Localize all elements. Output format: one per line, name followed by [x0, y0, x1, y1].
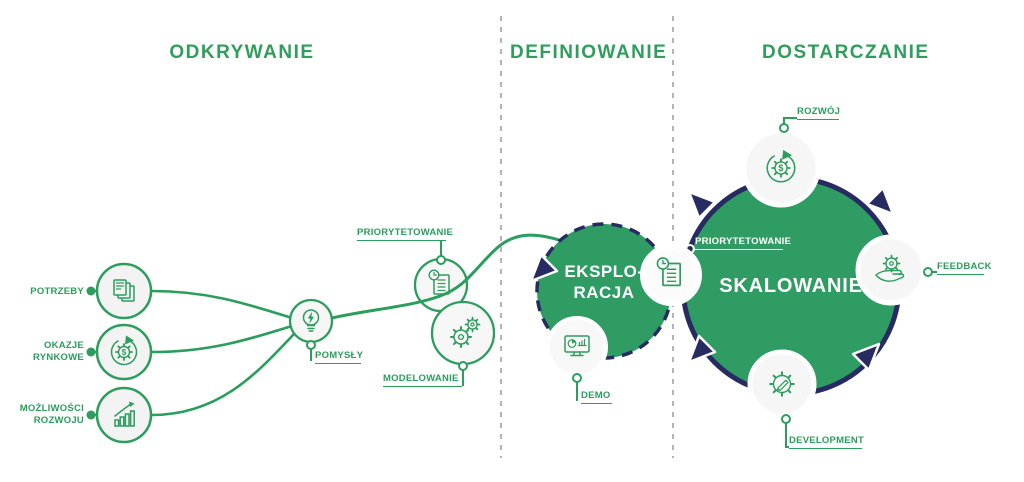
growth-bars-arrow-icon — [114, 401, 135, 427]
priorytetowanie-label: PRIORYTETOWANIE — [357, 227, 453, 241]
svg-text:$: $ — [122, 348, 127, 357]
rozwoj-label: ROZWÓJ — [797, 106, 840, 120]
eksploracja-title: EKSPLO- RACJA — [554, 261, 654, 303]
priorytetowanie-delivery-circle — [640, 244, 702, 306]
feedback-label: FEEDBACK — [937, 261, 992, 275]
phase-title-delivery: DOSTARCZANIE — [762, 42, 930, 63]
label-connectors — [310, 117, 937, 448]
gear-pencil-icon — [769, 371, 795, 397]
priorytetowanie-delivery-label: PRIORYTETOWANIE — [695, 236, 791, 250]
flow-line-mozliwosci — [151, 333, 295, 417]
phase-title-discovery: ODKRYWANIE — [169, 42, 315, 63]
okazje-rynkowe-label: OKAZJE RYNKOWE — [32, 340, 84, 363]
modelowanie-circle — [430, 300, 496, 366]
skalowanie-arrow-ne-icon — [865, 186, 895, 216]
phase-title-definition: DEFINIOWANIE — [510, 42, 668, 63]
eksploracja-line2: RACJA — [573, 283, 635, 302]
potrzeby-label: POTRZEBY — [30, 286, 84, 297]
skalowanie-arrow-nw-icon — [687, 190, 717, 220]
flow-line-potrzeby — [151, 289, 293, 320]
pomysly-label: POMYSŁY — [315, 350, 363, 364]
main-flow-line — [331, 233, 563, 320]
mozliwosci-circle — [95, 386, 153, 444]
okazje-circle — [95, 323, 153, 381]
stacked-documents-icon — [113, 279, 135, 302]
input-flow-lines — [151, 289, 295, 417]
demo-circle — [546, 316, 608, 378]
development-label: DEVELOPMENT — [789, 435, 864, 449]
skalowanie-arrow-sw-icon — [687, 334, 717, 364]
skalowanie-title: SKALOWANIE — [719, 275, 863, 297]
mozliwosci-rozwoju-label: MOŻLIWOŚCI ROZWOJU — [19, 403, 84, 426]
cycle-arrowheads — [529, 186, 895, 372]
flow-line-okazje — [151, 324, 293, 354]
svg-text:$: $ — [779, 163, 784, 173]
eksploracja-line1: EKSPLO- — [564, 262, 644, 281]
document-clock-icon — [656, 257, 682, 287]
gears-icon — [450, 316, 481, 348]
skalowanie-arrow-se-icon — [851, 342, 881, 372]
connector-rings — [306, 123, 933, 424]
mozliwosci-dot — [86, 410, 96, 420]
lightbulb-bolt-icon — [302, 309, 320, 332]
hand-gear-icon — [875, 254, 905, 282]
okazje-dot — [86, 347, 96, 357]
monitor-analytics-icon — [564, 335, 590, 357]
demo-label: DEMO — [581, 390, 612, 404]
cycle-gear-dollar-icon: $ — [766, 149, 796, 183]
cycle-gear-dollar-icon: $ — [110, 335, 138, 366]
priorytetowanie-white-ring — [685, 244, 695, 254]
potrzeby-dot — [86, 286, 96, 296]
eksploracja-arrow-icon — [529, 253, 559, 283]
modelowanie-label: MODELOWANIE — [383, 373, 462, 387]
